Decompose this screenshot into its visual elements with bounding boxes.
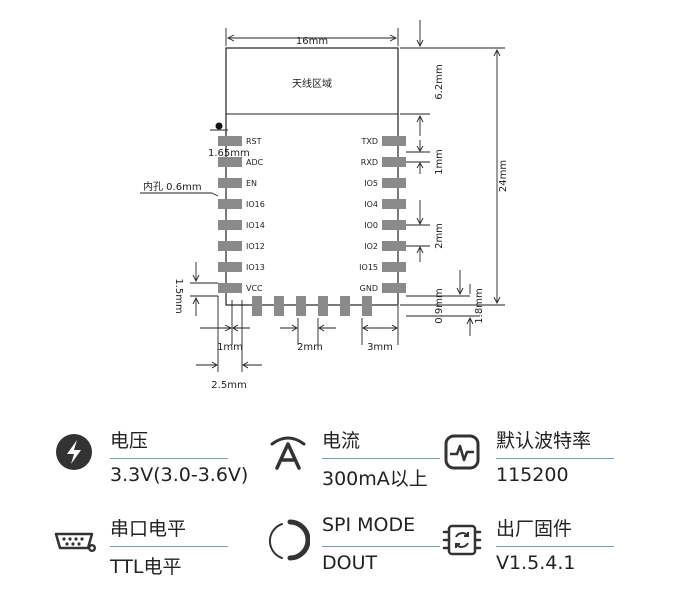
spec-divider <box>110 546 228 547</box>
spec-title: 电流 <box>322 430 361 452</box>
spec-title: 默认波特率 <box>496 430 592 452</box>
left-pad <box>218 178 242 188</box>
right-pin-label: IO5 <box>364 179 378 188</box>
left-pad <box>218 199 242 209</box>
current-ampere-icon <box>270 436 306 470</box>
dim-bottom-offset: 0.9mm <box>434 288 445 323</box>
pin1-marker-dot <box>215 122 223 130</box>
right-pin-label: IO4 <box>364 200 378 209</box>
spec-value: 3.3V(3.0-3.6V) <box>110 464 249 486</box>
left-pin-label: EN <box>246 179 257 188</box>
left-pins: RST ADC EN IO16 IO14 IO12 IO13 VCC <box>218 136 265 293</box>
lightning-bolt-icon <box>56 434 92 470</box>
dim-pad-gap: 2mm <box>297 342 323 353</box>
bottom-pad <box>274 296 284 316</box>
left-pin-label: IO13 <box>246 263 265 272</box>
module-outline <box>225 47 399 306</box>
dim-pad-length: 1.5mm <box>173 278 184 313</box>
bottom-pad <box>340 296 350 316</box>
antenna-area-label: 天线区域 <box>292 77 332 90</box>
left-pin-label: IO14 <box>246 221 265 230</box>
spec-value: TTL电平 <box>110 556 182 578</box>
dim-bottom-edge: 3mm <box>367 342 393 353</box>
dim-bottom-total: 1.8mm <box>474 288 485 323</box>
dim-gap-right: 2mm <box>434 223 445 249</box>
right-pad <box>382 178 406 188</box>
left-pin-label: VCC <box>246 284 263 293</box>
right-pin-label: TXD <box>360 137 378 146</box>
left-pad <box>218 157 242 167</box>
spec-value: V1.5.4.1 <box>496 552 576 574</box>
spec-divider <box>496 458 614 459</box>
spec-title: 电压 <box>110 430 149 452</box>
spec-value: 115200 <box>496 464 569 486</box>
right-pad <box>382 157 406 167</box>
bottom-pad <box>318 296 328 316</box>
left-pin-label: IO16 <box>246 200 265 209</box>
right-pad <box>382 136 406 146</box>
spec-current: 电流 300mA以上 <box>266 430 466 500</box>
right-pin-label: RXD <box>361 158 378 167</box>
serial-port-icon <box>54 532 96 552</box>
spec-title: SPI MODE <box>322 514 416 536</box>
dim-antenna-height: 6.2mm <box>434 64 445 99</box>
spec-divider <box>496 546 614 547</box>
dimension-lines <box>140 20 505 372</box>
right-pin-label: IO0 <box>364 221 378 230</box>
spec-firmware: 出厂固件 V1.5.4.1 <box>440 518 640 588</box>
spec-divider <box>110 458 228 459</box>
spec-divider <box>322 458 440 459</box>
dim-width: 16mm <box>296 36 328 47</box>
right-pad <box>382 283 406 293</box>
left-pin-label: RST <box>246 137 262 146</box>
spec-voltage: 电压 3.3V(3.0-3.6V) <box>54 430 254 500</box>
firmware-chip-icon <box>442 524 482 556</box>
dim-pad-width: 1mm <box>217 342 243 353</box>
spi-mode-circle-icon <box>268 519 310 561</box>
dim-height: 24mm <box>498 160 509 192</box>
spec-title: 出厂固件 <box>496 518 573 540</box>
dim-hole: 内孔 0.6mm <box>143 180 202 193</box>
spec-value: 300mA以上 <box>322 468 428 490</box>
dim-left-edge: 2.5mm <box>211 380 246 391</box>
dim-pitch-right: 1mm <box>434 149 445 175</box>
spec-title: 串口电平 <box>110 518 187 540</box>
spec-baud-rate: 默认波特率 115200 <box>440 430 640 500</box>
module-dimension-diagram: 天线区域 RST ADC EN IO16 IO14 IO12 IO13 VCC … <box>140 20 509 391</box>
left-pad <box>218 241 242 251</box>
left-pin-label: IO12 <box>246 242 265 251</box>
right-pin-label: IO2 <box>364 242 378 251</box>
right-pad <box>382 199 406 209</box>
right-pin-label: IO15 <box>359 263 378 272</box>
left-pin-label: ADC <box>246 158 264 167</box>
right-pin-label: GND <box>360 284 378 293</box>
left-pad <box>218 136 242 146</box>
bottom-pad <box>252 296 262 316</box>
right-pad <box>382 241 406 251</box>
bottom-pads <box>252 296 372 316</box>
right-pins: TXD RXD IO5 IO4 IO0 IO2 IO15 GND <box>359 136 406 293</box>
spec-serial-level: 串口电平 TTL电平 <box>54 518 254 588</box>
left-pad <box>218 262 242 272</box>
bottom-pad <box>362 296 372 316</box>
right-pad <box>382 220 406 230</box>
right-pad <box>382 262 406 272</box>
waveform-monitor-icon <box>444 434 480 470</box>
left-pad <box>218 220 242 230</box>
spec-value: DOUT <box>322 552 378 574</box>
dim-first-pin-offset: 1.65mm <box>208 148 250 159</box>
bottom-pad <box>296 296 306 316</box>
spec-spi-mode: SPI MODE DOUT <box>266 514 466 588</box>
spec-divider <box>322 546 440 547</box>
left-pad <box>218 283 242 293</box>
